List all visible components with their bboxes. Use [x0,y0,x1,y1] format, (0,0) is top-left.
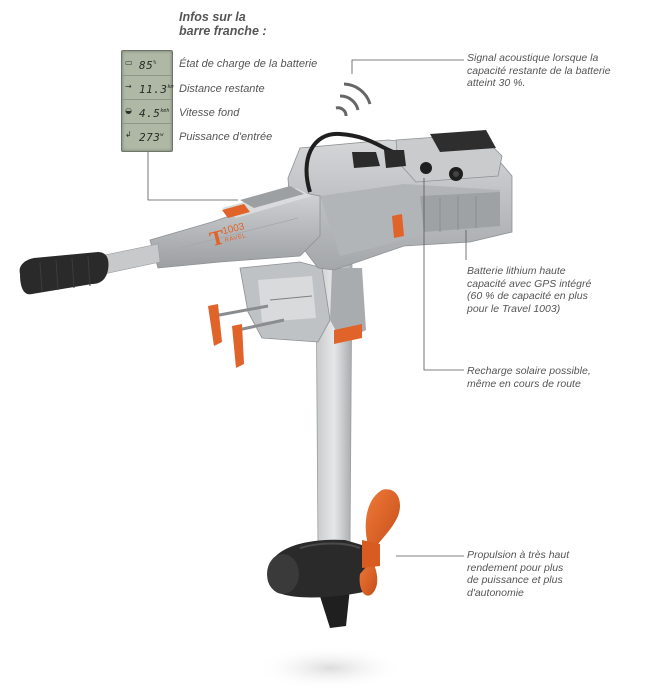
leader-lines [147,59,467,557]
speedometer-icon: ◒ [125,106,132,115]
clamp-handle-left [208,304,222,346]
ground-shadow [255,646,405,690]
label-ground-speed: Vitesse fond [179,107,240,119]
lcd-value-battery: 85 [139,59,154,72]
callout-lithium-battery: Batterie lithium haute capacité avec GPS… [467,265,592,315]
propeller-hub [362,540,380,568]
tiller-display-recess [240,186,304,208]
tiller-rod [99,243,161,275]
callout-propulsion: Propulsion à très haut rendement pour pl… [467,549,570,599]
propeller-blade-top [365,489,401,552]
lcd-row-range: → 11.3km [122,76,174,100]
power-input-icon: ↲ [125,130,132,139]
leader-display [147,150,238,201]
leader-acoustic [351,59,464,74]
sound-waves-icon [335,82,372,117]
lcd-unit-speed: kmh [160,108,170,114]
display-info-title: Infos sur la barre franche : [179,10,267,38]
tiller-orange-button [222,204,250,218]
lcd-value-power: 273 [139,131,161,144]
lcd-unit-range: km [167,84,174,90]
battery-icon: ▭ [125,58,133,67]
lcd-row-power: ↲ 273w [122,124,172,148]
lcd-value-range: 11.3 [139,83,168,96]
charging-cable [304,131,405,193]
label-battery-charge: État de charge de la batterie [179,58,318,70]
lcd-row-battery: ▭ 85% [122,52,172,76]
callout-acoustic-signal: Signal acoustique lorsque la capacité re… [467,52,611,89]
tiller-grip [19,252,109,295]
tiller-lcd-display: ▭ 85% → 11.3km ◒ 4.5kmh ↲ 273w [121,50,174,152]
label-input-power: Puissance d'entrée [179,131,273,143]
skeg [318,588,350,628]
leader-solar [423,178,464,371]
label-remaining-distance: Distance restante [179,83,265,95]
range-arrow-icon: → [125,82,132,91]
clamp-handle-right [232,324,244,368]
callout-solar-charging: Recharge solaire possible, même en cours… [467,365,591,390]
lcd-unit-power: w [160,132,164,138]
lcd-value-speed: 4.5 [139,107,161,120]
battery-release-lever [392,214,404,238]
lcd-row-speed: ◒ 4.5kmh [122,100,172,124]
propeller-blade-bottom [359,560,378,596]
lcd-unit-battery: % [153,60,157,66]
